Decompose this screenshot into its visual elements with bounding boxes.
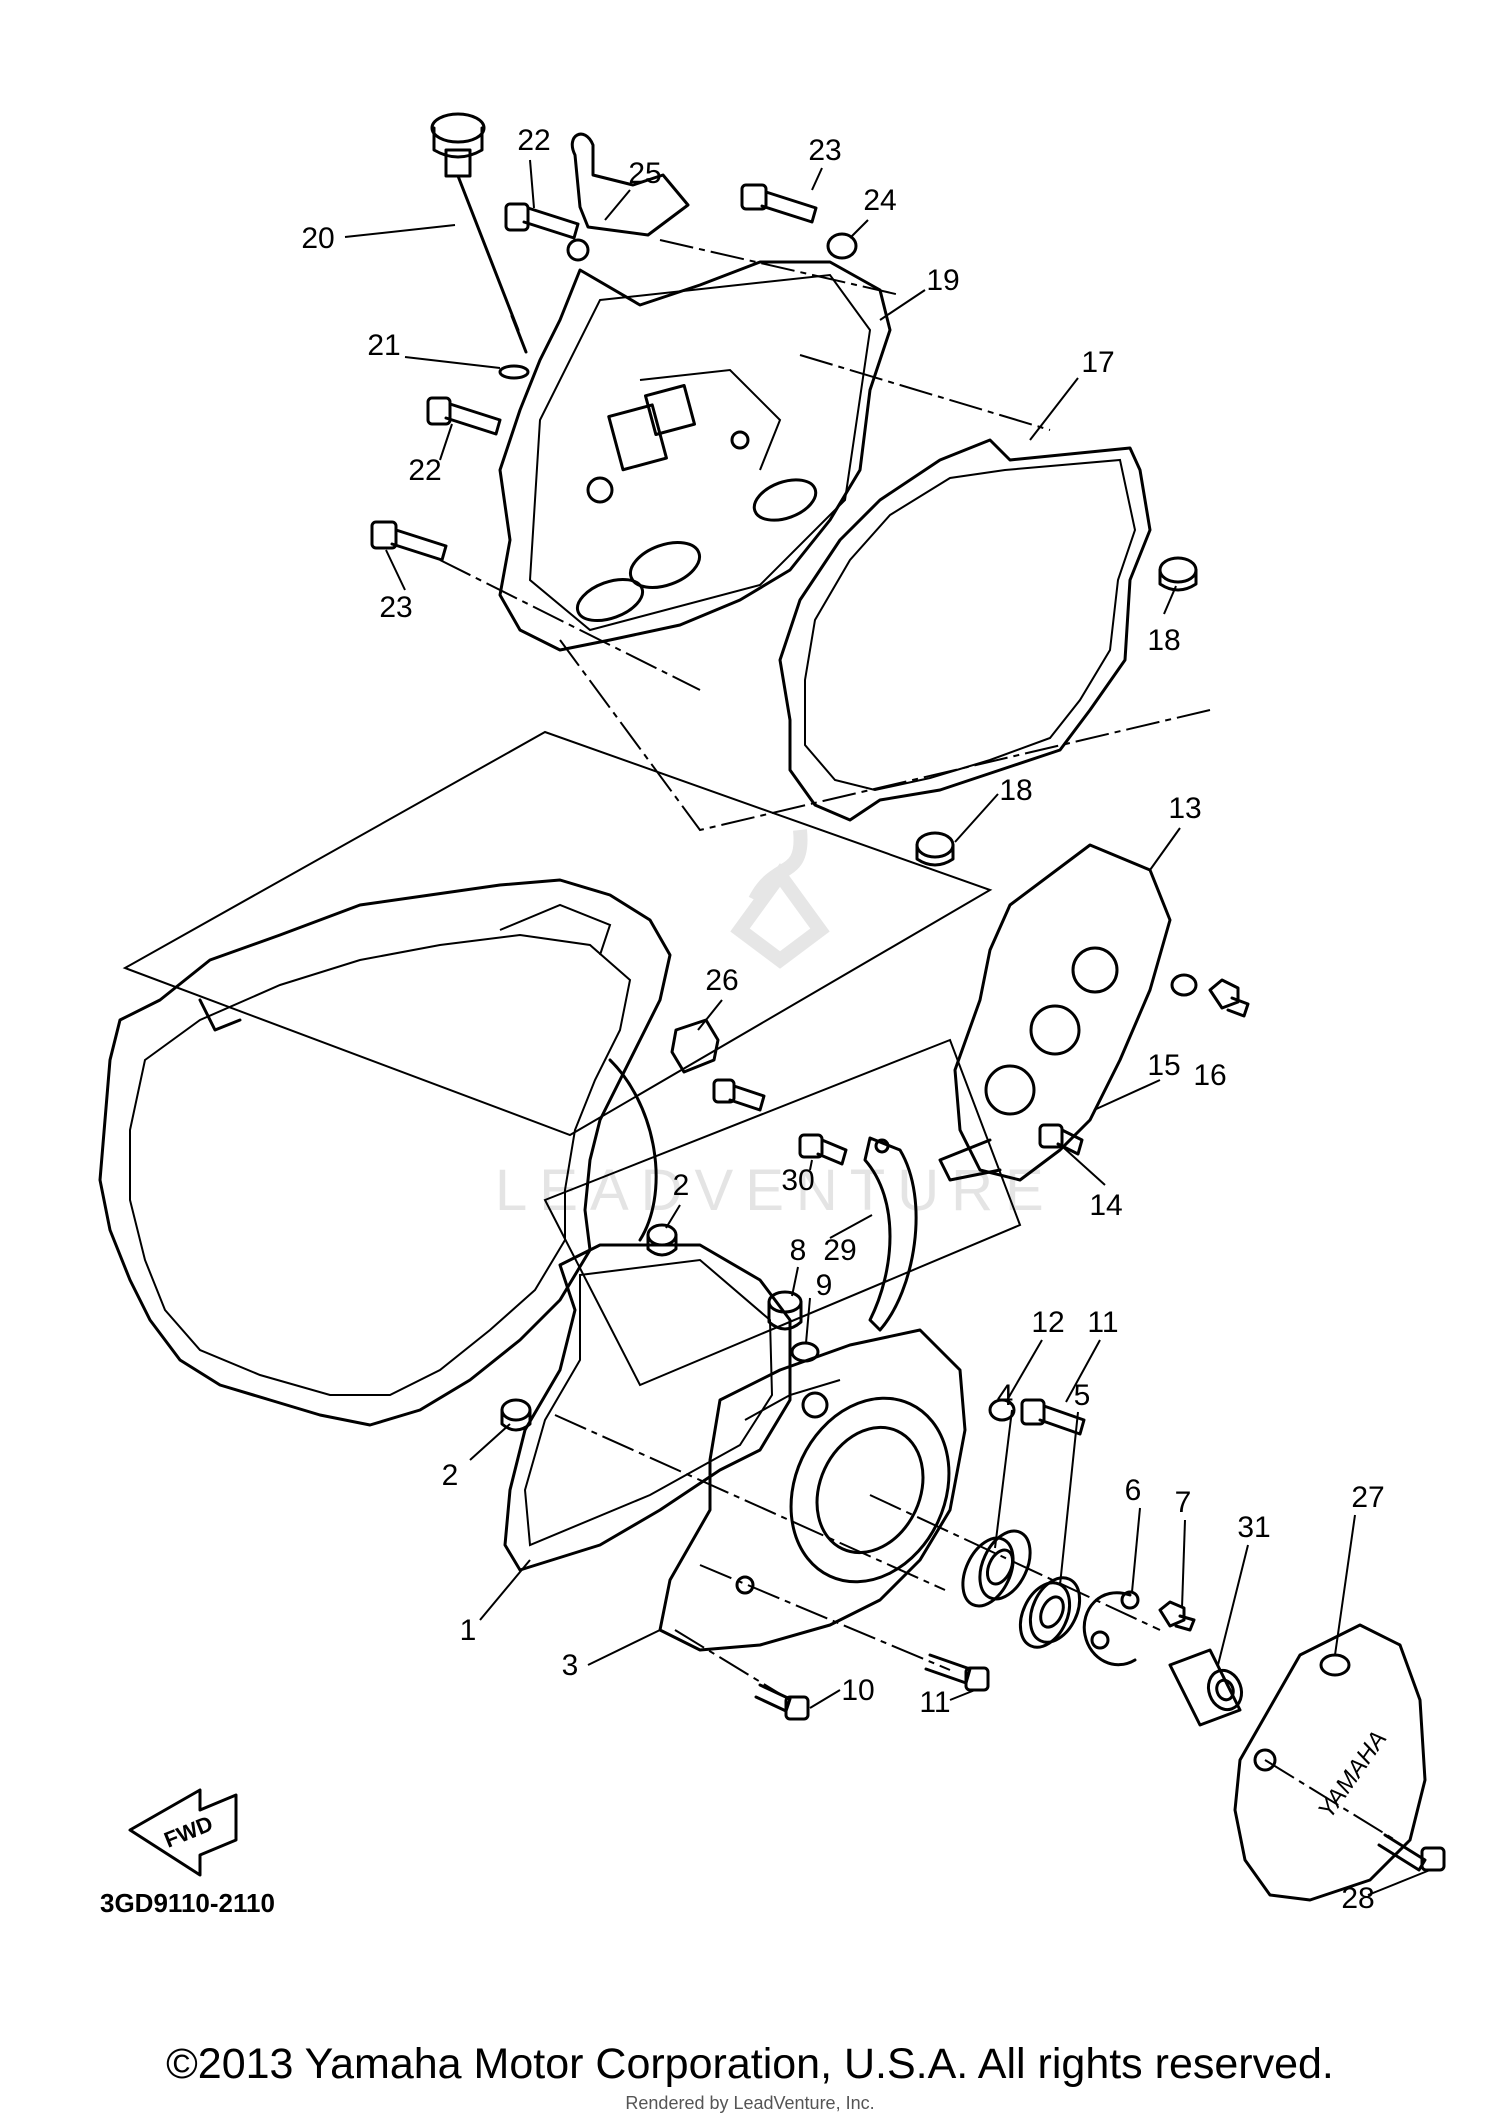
- spacer-26: [670, 1018, 766, 1112]
- bearing-4: [961, 1529, 1032, 1608]
- bolt-23-lower: [370, 520, 448, 562]
- align-line: [699, 1564, 951, 1671]
- callout-19: 19: [926, 264, 959, 297]
- dowel-2-lower: [500, 1398, 532, 1432]
- oil-dipstick: [430, 112, 528, 354]
- callout-28: 28: [1341, 1882, 1374, 1915]
- callout-22: 22: [517, 124, 550, 157]
- callout-21: 21: [367, 329, 400, 362]
- plane-outline: [122, 730, 993, 1137]
- leader-lines: [344, 159, 1431, 1896]
- screw-7: [1158, 1600, 1196, 1632]
- bolt-22-upper: [504, 202, 580, 240]
- fwd-label: FWD: [161, 1811, 217, 1853]
- bolt-22-lower: [426, 396, 502, 436]
- callout-6: 6: [1125, 1474, 1142, 1507]
- align-line: [674, 1629, 791, 1701]
- align-line: [869, 1494, 1161, 1631]
- callout-18: 18: [999, 774, 1032, 807]
- bolt-11-upper: [1020, 1398, 1086, 1436]
- callout-9: 9: [816, 1269, 833, 1302]
- callout-27: 27: [1351, 1481, 1384, 1514]
- cover-27: YAMAHA: [1233, 1623, 1427, 1902]
- align-line: [439, 559, 701, 691]
- bolt-14: [1038, 1123, 1084, 1156]
- align-line: [554, 1414, 946, 1591]
- align-line: [1264, 1759, 1396, 1841]
- callout-4: 4: [997, 1379, 1014, 1412]
- callout-26: 26: [705, 964, 738, 997]
- retainer-6: [1082, 1590, 1140, 1667]
- callout-29: 29: [823, 1234, 856, 1267]
- sprocket-cover-13: [938, 843, 1172, 1182]
- callout-23: 23: [379, 591, 412, 624]
- callout-30: 30: [781, 1164, 814, 1197]
- dowel-2-upper: [646, 1223, 678, 1257]
- engine-crankcase-outline: [98, 878, 672, 1427]
- gasket-1: [503, 1243, 792, 1572]
- washer-12: [988, 1398, 1016, 1422]
- callout-24: 24: [863, 184, 896, 217]
- callout-1: 1: [460, 1614, 477, 1647]
- align-line: [799, 354, 1051, 431]
- o-ring-21: [498, 364, 530, 380]
- callout-20: 20: [301, 222, 334, 255]
- bolt-11-lower: [924, 1653, 990, 1692]
- callout-5: 5: [1074, 1379, 1091, 1412]
- callout-7: 7: [1175, 1486, 1192, 1519]
- bolt-23-upper: [740, 183, 818, 224]
- washer-24: [826, 232, 858, 260]
- washer-15: [1170, 973, 1198, 997]
- callout-8: 8: [790, 1234, 807, 1267]
- bolt-10: [754, 1683, 810, 1721]
- watermark-text: LEADVENTURE: [495, 1158, 1056, 1223]
- bolt-28: [1377, 1833, 1446, 1872]
- drawing-number: 3GD9110-2110: [100, 1888, 275, 1918]
- collar-31: [1168, 1648, 1244, 1727]
- plane-outline: [543, 1038, 1022, 1387]
- callout-10: 10: [841, 1674, 874, 1707]
- dowel-18-lower: [915, 831, 955, 867]
- callout-16: 16: [1193, 1059, 1226, 1092]
- callout-14: 14: [1089, 1189, 1122, 1222]
- dowel-18-upper: [1158, 556, 1198, 592]
- callout-31: 31: [1237, 1511, 1270, 1544]
- callout-11: 11: [919, 1686, 950, 1719]
- crankcase-cover: [498, 260, 892, 652]
- copyright-notice: ©2013 Yamaha Motor Corporation, U.S.A. A…: [166, 2040, 1334, 2088]
- brand-mark: YAMAHA: [1313, 1726, 1392, 1823]
- callout-22: 22: [408, 454, 441, 487]
- callout-3: 3: [562, 1649, 579, 1682]
- callout-13: 13: [1168, 792, 1201, 825]
- gasket-17: [778, 438, 1152, 822]
- callout-18: 18: [1147, 624, 1180, 657]
- bolt-16: [1208, 978, 1250, 1018]
- crankcase-cover-3: [658, 1328, 967, 1652]
- callout-15: 15: [1147, 1049, 1180, 1082]
- align-line: [559, 639, 1211, 832]
- bracket-25: [566, 132, 690, 262]
- callout-25: 25: [628, 157, 661, 190]
- callout-2: 2: [442, 1459, 459, 1492]
- callout-23: 23: [808, 134, 841, 167]
- callout-11: 11: [1087, 1306, 1118, 1339]
- chain-guide-29: [863, 1136, 918, 1332]
- align-line: [659, 239, 901, 296]
- oil-seal-5: [1018, 1576, 1082, 1649]
- callout-2: 2: [673, 1169, 690, 1202]
- callout-17: 17: [1081, 346, 1114, 379]
- fwd-arrow-icon: FWD: [128, 1788, 238, 1877]
- rendered-by-notice: Rendered by LeadVenture, Inc.: [625, 2093, 875, 2113]
- bolt-30: [798, 1133, 848, 1166]
- callout-12: 12: [1031, 1306, 1064, 1339]
- callouts: 20 22 25 23 24 19 21 22 17 23 18 18 13 2…: [301, 124, 1384, 1915]
